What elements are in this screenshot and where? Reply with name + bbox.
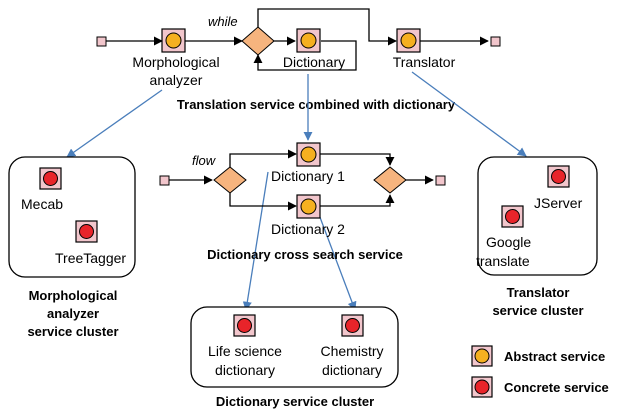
chemistry-concrete-service [341,314,364,337]
while-diamond [241,26,275,56]
morph-label-line1: Morphological [132,54,219,70]
legend: Abstract service Concrete service [471,345,609,398]
morph-cluster-caption-line2: analyzer [47,306,99,321]
top-workflow: while Morphological analyzer Dictionary … [96,8,501,112]
google-concrete-service [501,205,524,228]
dictionary1-label: Dictionary 1 [271,168,345,184]
cross-search-title: Dictionary cross search service [207,247,403,262]
mecab-concrete-service [39,167,62,190]
dictionary2-abstract-service [296,194,321,219]
end-terminal [490,36,501,47]
dictionary-cluster-caption: Dictionary service cluster [216,394,374,409]
arrow-dict2-to-chem [317,211,357,311]
arrow-morph-to-cluster [66,89,163,158]
life-science-label-line1: Life science [208,343,282,359]
translator-abstract-service [396,28,421,53]
edge-dict2-join [320,194,395,207]
edge-flow-dict1 [229,149,297,167]
arrow-dict1-to-life [242,171,269,311]
mecab-label: Mecab [21,196,63,212]
edge-dictionary-loop [253,40,357,71]
legend-concrete-service-icon [471,376,493,398]
morph-cluster-caption-line1: Morphological [29,288,118,303]
dictionary-label: Dictionary [283,54,345,70]
start-terminal [96,36,107,47]
treetagger-label: TreeTagger [55,250,126,266]
legend-concrete-label: Concrete service [504,380,609,395]
flow-label: flow [192,153,217,168]
chemistry-label-line2: dictionary [322,362,382,378]
dictionary1-abstract-service [296,142,321,167]
legend-abstract-label: Abstract service [504,349,605,364]
dictionary2-label: Dictionary 2 [271,221,345,237]
flow-join-diamond [373,166,407,194]
google-label-line1: Google [486,234,531,250]
chemistry-label-line1: Chemistry [320,343,383,359]
translator-label: Translator [393,54,456,70]
translator-cluster-caption-line1: Translator [507,285,570,300]
legend-abstract-service-icon [471,345,493,367]
jserver-concrete-service [547,165,570,188]
dictionary-service-cluster: Life science dictionary Chemistry dictio… [190,306,399,409]
flow-split-diamond [213,166,247,194]
life-science-label-line2: dictionary [215,362,275,378]
mid-start-terminal [159,175,170,186]
while-label: while [208,14,238,29]
top-workflow-title: Translation service combined with dictio… [177,97,456,112]
mapping-arrows [66,71,527,311]
morph-cluster-caption-line3: service cluster [27,324,118,339]
google-label-line2: translate [476,253,530,269]
dictionary-abstract-service [296,28,321,53]
life-science-concrete-service [233,314,256,337]
jserver-label: JServer [534,195,583,211]
cross-search-workflow: flow Dictionary 1 Dictionary 2 Dictionar… [159,142,446,262]
morph-abstract-service [161,28,186,53]
edge-while-translator [257,8,397,46]
morph-service-cluster: Mecab TreeTagger Morphological analyzer … [8,156,136,339]
translator-service-cluster: JServer Google translate Translator serv… [476,156,598,318]
translator-cluster-caption-line2: service cluster [492,303,583,318]
arrow-translator-to-cluster [411,71,527,157]
edge-flow-dict2 [229,193,297,211]
mid-end-terminal [435,175,446,186]
edge-dict1-join [320,153,395,166]
morph-label-line2: analyzer [150,72,203,88]
treetagger-concrete-service [75,220,98,243]
